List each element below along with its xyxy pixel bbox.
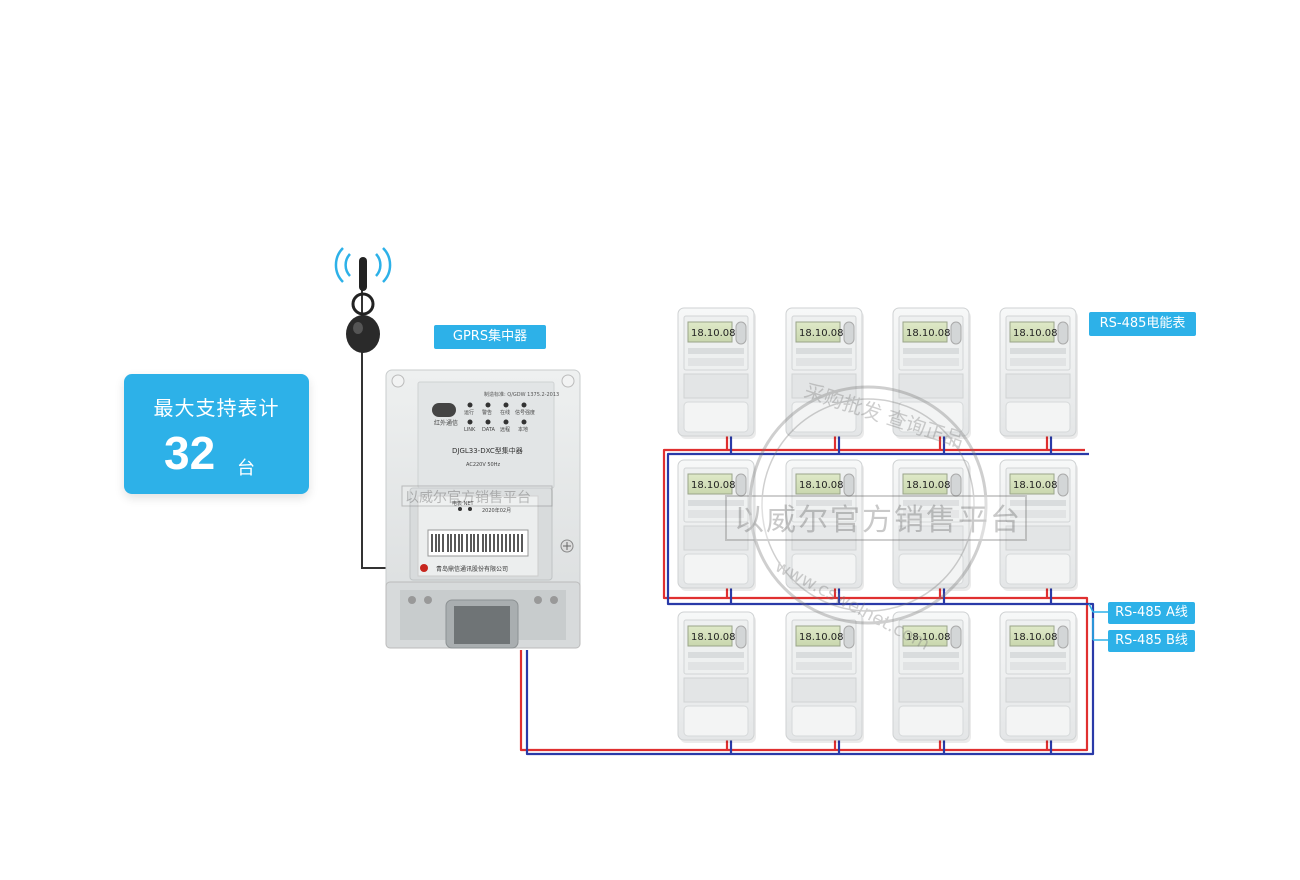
- meter-lcd-reading: 18.10.08: [691, 328, 736, 339]
- line-b-label: RS-485 B线: [1108, 630, 1195, 652]
- antenna-icon: [334, 247, 392, 569]
- rs485-meter: 18.10.08: [892, 459, 971, 591]
- meter-lcd-reading: 18.10.08: [799, 328, 844, 339]
- meter-lcd-reading: 18.10.08: [799, 632, 844, 643]
- meter-lcd-reading: 18.10.08: [1013, 328, 1058, 339]
- max-meters-card: 最大支持表计 32 台: [124, 374, 309, 494]
- rs485-meter: 18.10.08: [785, 611, 864, 743]
- module-text: 电表 NET: [452, 500, 474, 507]
- rs485-meter: 18.10.08: [892, 611, 971, 743]
- led-label-2: 警告: [482, 409, 492, 416]
- led-label-5: LINK: [464, 427, 476, 433]
- rs485-meter: 18.10.08: [677, 307, 756, 439]
- ir-label: 红外通信: [434, 419, 458, 427]
- led-label-3: 在线: [500, 409, 510, 416]
- led-label-6: DATA: [482, 427, 495, 433]
- model-text: DJGL33-DXC型集中器: [452, 446, 523, 455]
- meter-grid: 18.10.08 18.10.08 18.10.08 18.10.08 18.10.08…: [677, 307, 1078, 743]
- rs485-meter: 18.10.08: [892, 307, 971, 439]
- voltage-text: AC220V 50Hz: [466, 462, 500, 468]
- led-label-1: 运行: [464, 409, 474, 416]
- gprs-concentrator: 制造标准: Q/GDW 1375.2-2013 红外通信 运行 警告 在线 信号…: [385, 369, 581, 649]
- watermark-small-text: 以威尔官方销售平台: [405, 490, 531, 506]
- led-label-8: 本地: [518, 426, 528, 433]
- meter-lcd-reading: 18.10.08: [906, 328, 951, 339]
- max-meters-count: 32: [164, 427, 216, 479]
- rs485-meter: 18.10.08: [677, 611, 756, 743]
- company-text: 青岛鼎信通讯股份有限公司: [436, 565, 508, 573]
- standard-text: 制造标准: Q/GDW 1375.2-2013: [484, 391, 559, 398]
- meter-lcd-reading: 18.10.08: [1013, 632, 1058, 643]
- concentrator-label: GPRS集中器: [434, 325, 546, 349]
- rs485-meter: 18.10.08: [999, 307, 1078, 439]
- meter-lcd-reading: 18.10.08: [691, 480, 736, 491]
- meter-lcd-reading: 18.10.08: [799, 480, 844, 491]
- rs485-meter: 18.10.08: [785, 459, 864, 591]
- date-text: 2020年02月: [482, 507, 511, 514]
- led-label-4: 信号强度: [515, 409, 535, 416]
- watermark-main: 以威尔官方销售平台: [734, 503, 1022, 538]
- rs485-meter: 18.10.08: [999, 459, 1078, 591]
- rs485-wires: [519, 436, 1108, 756]
- rs485-meter: 18.10.08: [785, 307, 864, 439]
- meter-lcd-reading: 18.10.08: [691, 632, 736, 643]
- meter-lcd-reading: 18.10.08: [906, 480, 951, 491]
- line-a-label: RS-485 A线: [1108, 602, 1195, 624]
- max-meters-unit: 台: [237, 458, 255, 479]
- watermark-small: 以威尔官方销售平台: [401, 485, 553, 507]
- meter-label: RS-485电能表: [1089, 312, 1196, 336]
- max-meters-title: 最大支持表计: [153, 396, 280, 420]
- meter-lcd-reading: 18.10.08: [1013, 480, 1058, 491]
- rs485-meter: 18.10.08: [999, 611, 1078, 743]
- led-label-7: 远程: [500, 426, 510, 433]
- meter-lcd-reading: 18.10.08: [906, 632, 951, 643]
- rs485-meter: 18.10.08: [677, 459, 756, 591]
- watermark: 采购批发 查询正品 www.cswelnet.com 以威尔官方销售平台: [725, 378, 1027, 655]
